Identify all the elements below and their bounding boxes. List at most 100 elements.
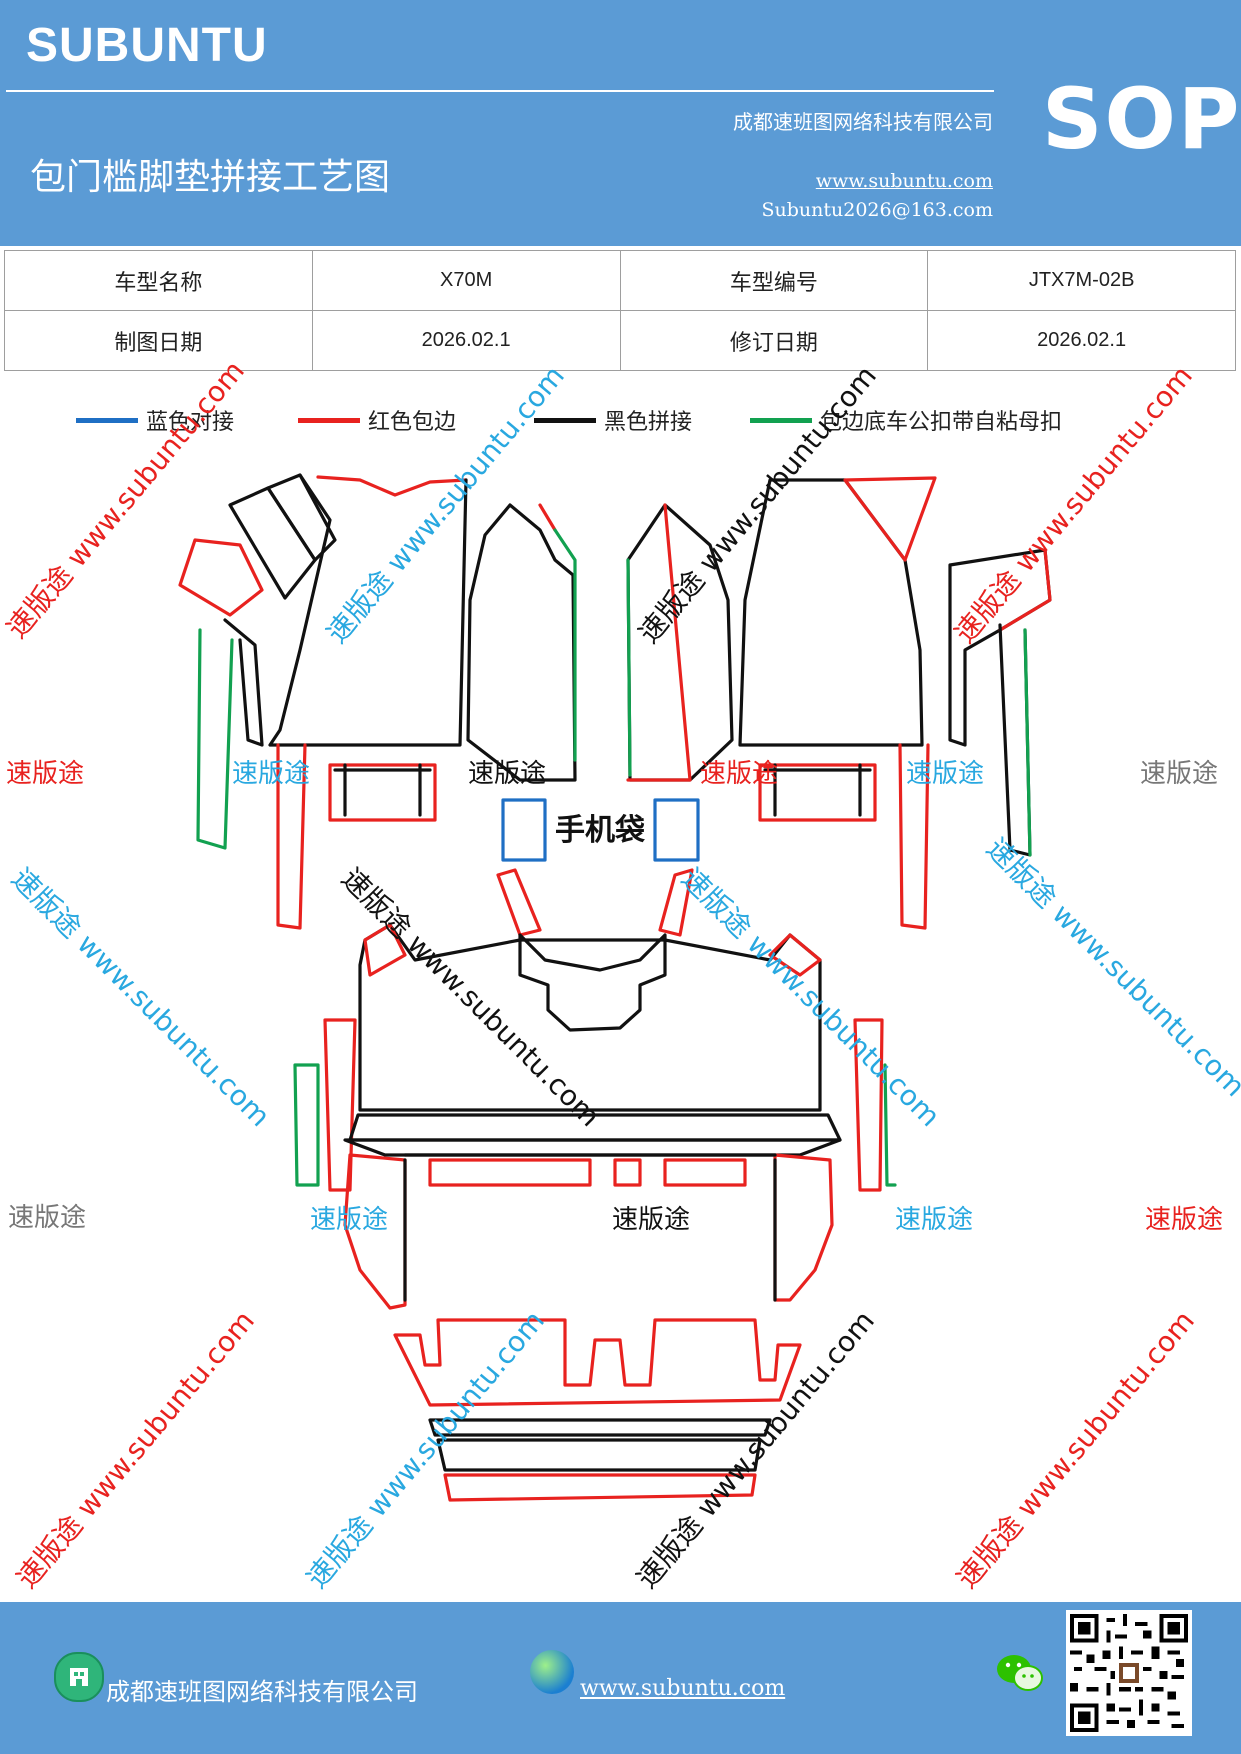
mat-piece-rear-right-flank (853, 1018, 884, 1192)
phone-bag-label: 手机袋 (555, 813, 645, 848)
model-code-value: JTX7M-02B (927, 250, 1236, 311)
legend-swatch (76, 417, 138, 423)
building-icon (54, 1652, 104, 1702)
mat-piece-rear-left-flank (323, 1018, 357, 1192)
mat-piece-rear-main (358, 923, 822, 1112)
watermark-long: 速版途 www.subuntu.com (630, 1304, 881, 1594)
watermark-long: 速版途 www.subuntu.com (335, 862, 607, 1134)
mat-piece-trunk-top (393, 1318, 802, 1407)
page-title: 包门槛脚垫拼接工艺图 (30, 157, 391, 198)
mat-piece-trunk-band2 (436, 1438, 762, 1472)
watermark-short: 速版途 (906, 759, 984, 789)
header-email: Subuntu2026@163.com (761, 199, 993, 221)
header-company: 成都速班图网络科技有限公司 (733, 110, 993, 134)
header-banner (0, 0, 1241, 246)
watermark-long: 速版途 www.subuntu.com (0, 354, 251, 644)
watermark-long: 速版途 www.subuntu.com (5, 862, 277, 1134)
footer-company: 成都速班图网络科技有限公司 (106, 1678, 418, 1706)
qr-code[interactable] (1066, 1610, 1192, 1736)
mat-piece-rear-right-corner (768, 933, 822, 977)
floor-mat-diagram: 手机袋 速版途 速版途 速版途 速版途 速版途 速版途 速版途 速版途 速版途 … (0, 354, 1241, 1594)
mat-piece-right-tray (758, 763, 877, 822)
mat-piece-rear-right-flank-green (883, 1063, 897, 1187)
mat-piece-right-bottom-strip (898, 743, 930, 930)
legend-swatch (298, 417, 360, 423)
watermark-long: 速版途 www.subuntu.com (948, 359, 1199, 649)
watermark-long: 速版途 www.subuntu.com (950, 1304, 1201, 1594)
mat-piece-left-flap (178, 538, 264, 617)
watermark-long: 速版途 www.subuntu.com (675, 862, 947, 1134)
watermark-short: 速版途 (1145, 1205, 1223, 1235)
legend-swatch (534, 417, 596, 423)
legend-item-black: 黑色拼接 (534, 404, 692, 436)
mat-piece-left-side-green (196, 628, 234, 850)
mat-piece-left-tray (328, 763, 437, 822)
watermark-short: 速版途 (8, 1203, 86, 1233)
mat-piece-right-wedge (843, 476, 937, 562)
mat-piece-tunnel-right (658, 868, 694, 937)
legend-item-red: 红色包边 (298, 404, 456, 436)
model-code-label: 车型编号 (619, 250, 929, 311)
mat-piece-left-door-red (538, 503, 557, 532)
draw-date-value: 2026.02.1 (311, 310, 621, 371)
phone-bag-right (653, 798, 700, 862)
watermark-long: 速版途 www.subuntu.com (300, 1304, 551, 1594)
mat-piece-left-side (223, 618, 264, 747)
revise-date-label: 修订日期 (619, 310, 929, 371)
watermark-long: 速版途 www.subuntu.com (10, 1304, 261, 1594)
watermark-short: 速版途 (1140, 759, 1218, 789)
mat-piece-rear-bottom-right (773, 1153, 834, 1302)
mat-piece-right-side-red (998, 548, 1052, 632)
mat-piece-right-door-red (626, 503, 692, 782)
legend-label: 黑色拼接 (604, 410, 693, 435)
mat-piece-right-tray-inner (763, 763, 872, 817)
mat-piece-right-strip-green (1023, 628, 1032, 857)
watermark-short: 速版途 (310, 1205, 388, 1235)
watermark-short: 速版途 (700, 759, 778, 789)
mat-piece-rear-left-flank-green (293, 1063, 320, 1187)
mat-piece-left-bottom-strip (276, 743, 307, 930)
mat-piece-rear-strip2 (343, 1138, 842, 1157)
table-row: 制图日期 2026.02.1 修订日期 2026.02.1 (4, 310, 1236, 371)
mat-piece-rear-left-corner (363, 923, 407, 977)
mat-piece-trunk-band1 (428, 1418, 772, 1437)
watermark-short: 速版途 (6, 759, 84, 789)
header-website-link[interactable]: www.subuntu.com (815, 170, 993, 192)
brand-logo-text: SUBUNTU (26, 19, 268, 72)
watermark-short: 速版途 (895, 1205, 973, 1235)
mat-piece-tunnel-left (496, 868, 542, 937)
mat-piece-left-top (316, 475, 468, 497)
legend-label: 红色包边 (368, 410, 457, 435)
mat-piece-left-wedge2 (266, 473, 337, 562)
mat-piece-trunk-bottom (443, 1473, 757, 1502)
mat-piece-left-main (268, 473, 468, 747)
model-name-label: 车型名称 (4, 250, 313, 311)
mat-piece-right-door-green (626, 558, 632, 777)
vehicle-info-table: 车型名称 X70M 车型编号 JTX7M-02B 制图日期 2026.02.1 … (4, 250, 1236, 371)
watermark-short: 速版途 (468, 759, 546, 789)
legend-item-green: 包边底车公扣带自粘母扣 (750, 404, 1062, 436)
globe-icon (530, 1650, 574, 1694)
mat-piece-rear-bottom-divider (403, 1153, 777, 1302)
watermark-long: 速版途 www.subuntu.com (980, 832, 1241, 1104)
model-name-value: X70M (311, 250, 621, 311)
legend-label: 包边底车公扣带自粘母扣 (820, 410, 1063, 435)
table-row: 车型名称 X70M 车型编号 JTX7M-02B (4, 250, 1236, 311)
mat-piece-rear-bottom-tabs (428, 1158, 747, 1187)
watermark-long: 速版途 www.subuntu.com (632, 359, 883, 649)
mat-piece-tunnel (518, 933, 667, 1032)
watermark-short: 速版途 (232, 759, 310, 789)
footer-website-link[interactable]: www.subuntu.com (580, 1676, 786, 1701)
legend-swatch (750, 417, 812, 423)
legend-label: 蓝色对接 (146, 410, 235, 435)
draw-date-label: 制图日期 (4, 310, 313, 371)
mat-piece-left-tray-inner (333, 763, 432, 817)
header-divider (6, 90, 994, 92)
mat-piece-left-door-green (553, 528, 577, 762)
mat-piece-left-door (466, 503, 577, 782)
phone-bag-left (501, 798, 547, 862)
wechat-icon[interactable] (996, 1652, 1044, 1694)
mat-piece-right-main (738, 478, 924, 747)
watermark-short: 速版途 (612, 1205, 690, 1235)
watermark-long: 速版途 www.subuntu.com (320, 359, 571, 649)
